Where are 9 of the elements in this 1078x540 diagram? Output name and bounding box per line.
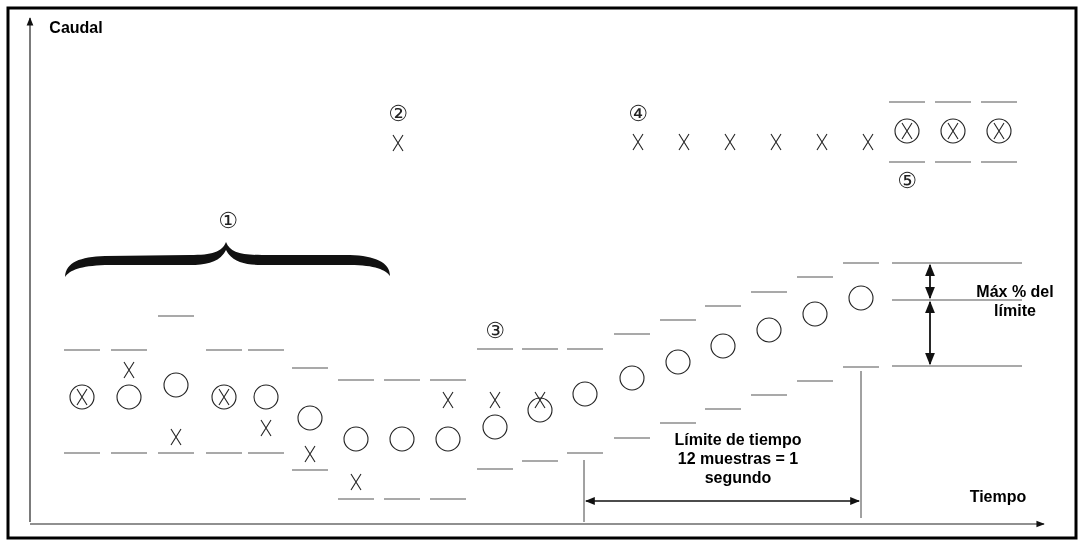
callout-number: ① [217,210,239,232]
dimension-label: Máx % del límite [975,282,1055,320]
callout-number: ② [387,103,409,125]
callout-number: ④ [627,103,649,125]
dimension-label: Límite de tiempo 12 muestras = 1 segundo [673,430,803,487]
axis-title: Caudal [48,18,104,37]
axis-title: Tiempo [968,487,1028,506]
callout-number: ③ [484,320,506,342]
callout-number: ⑤ [896,170,918,192]
